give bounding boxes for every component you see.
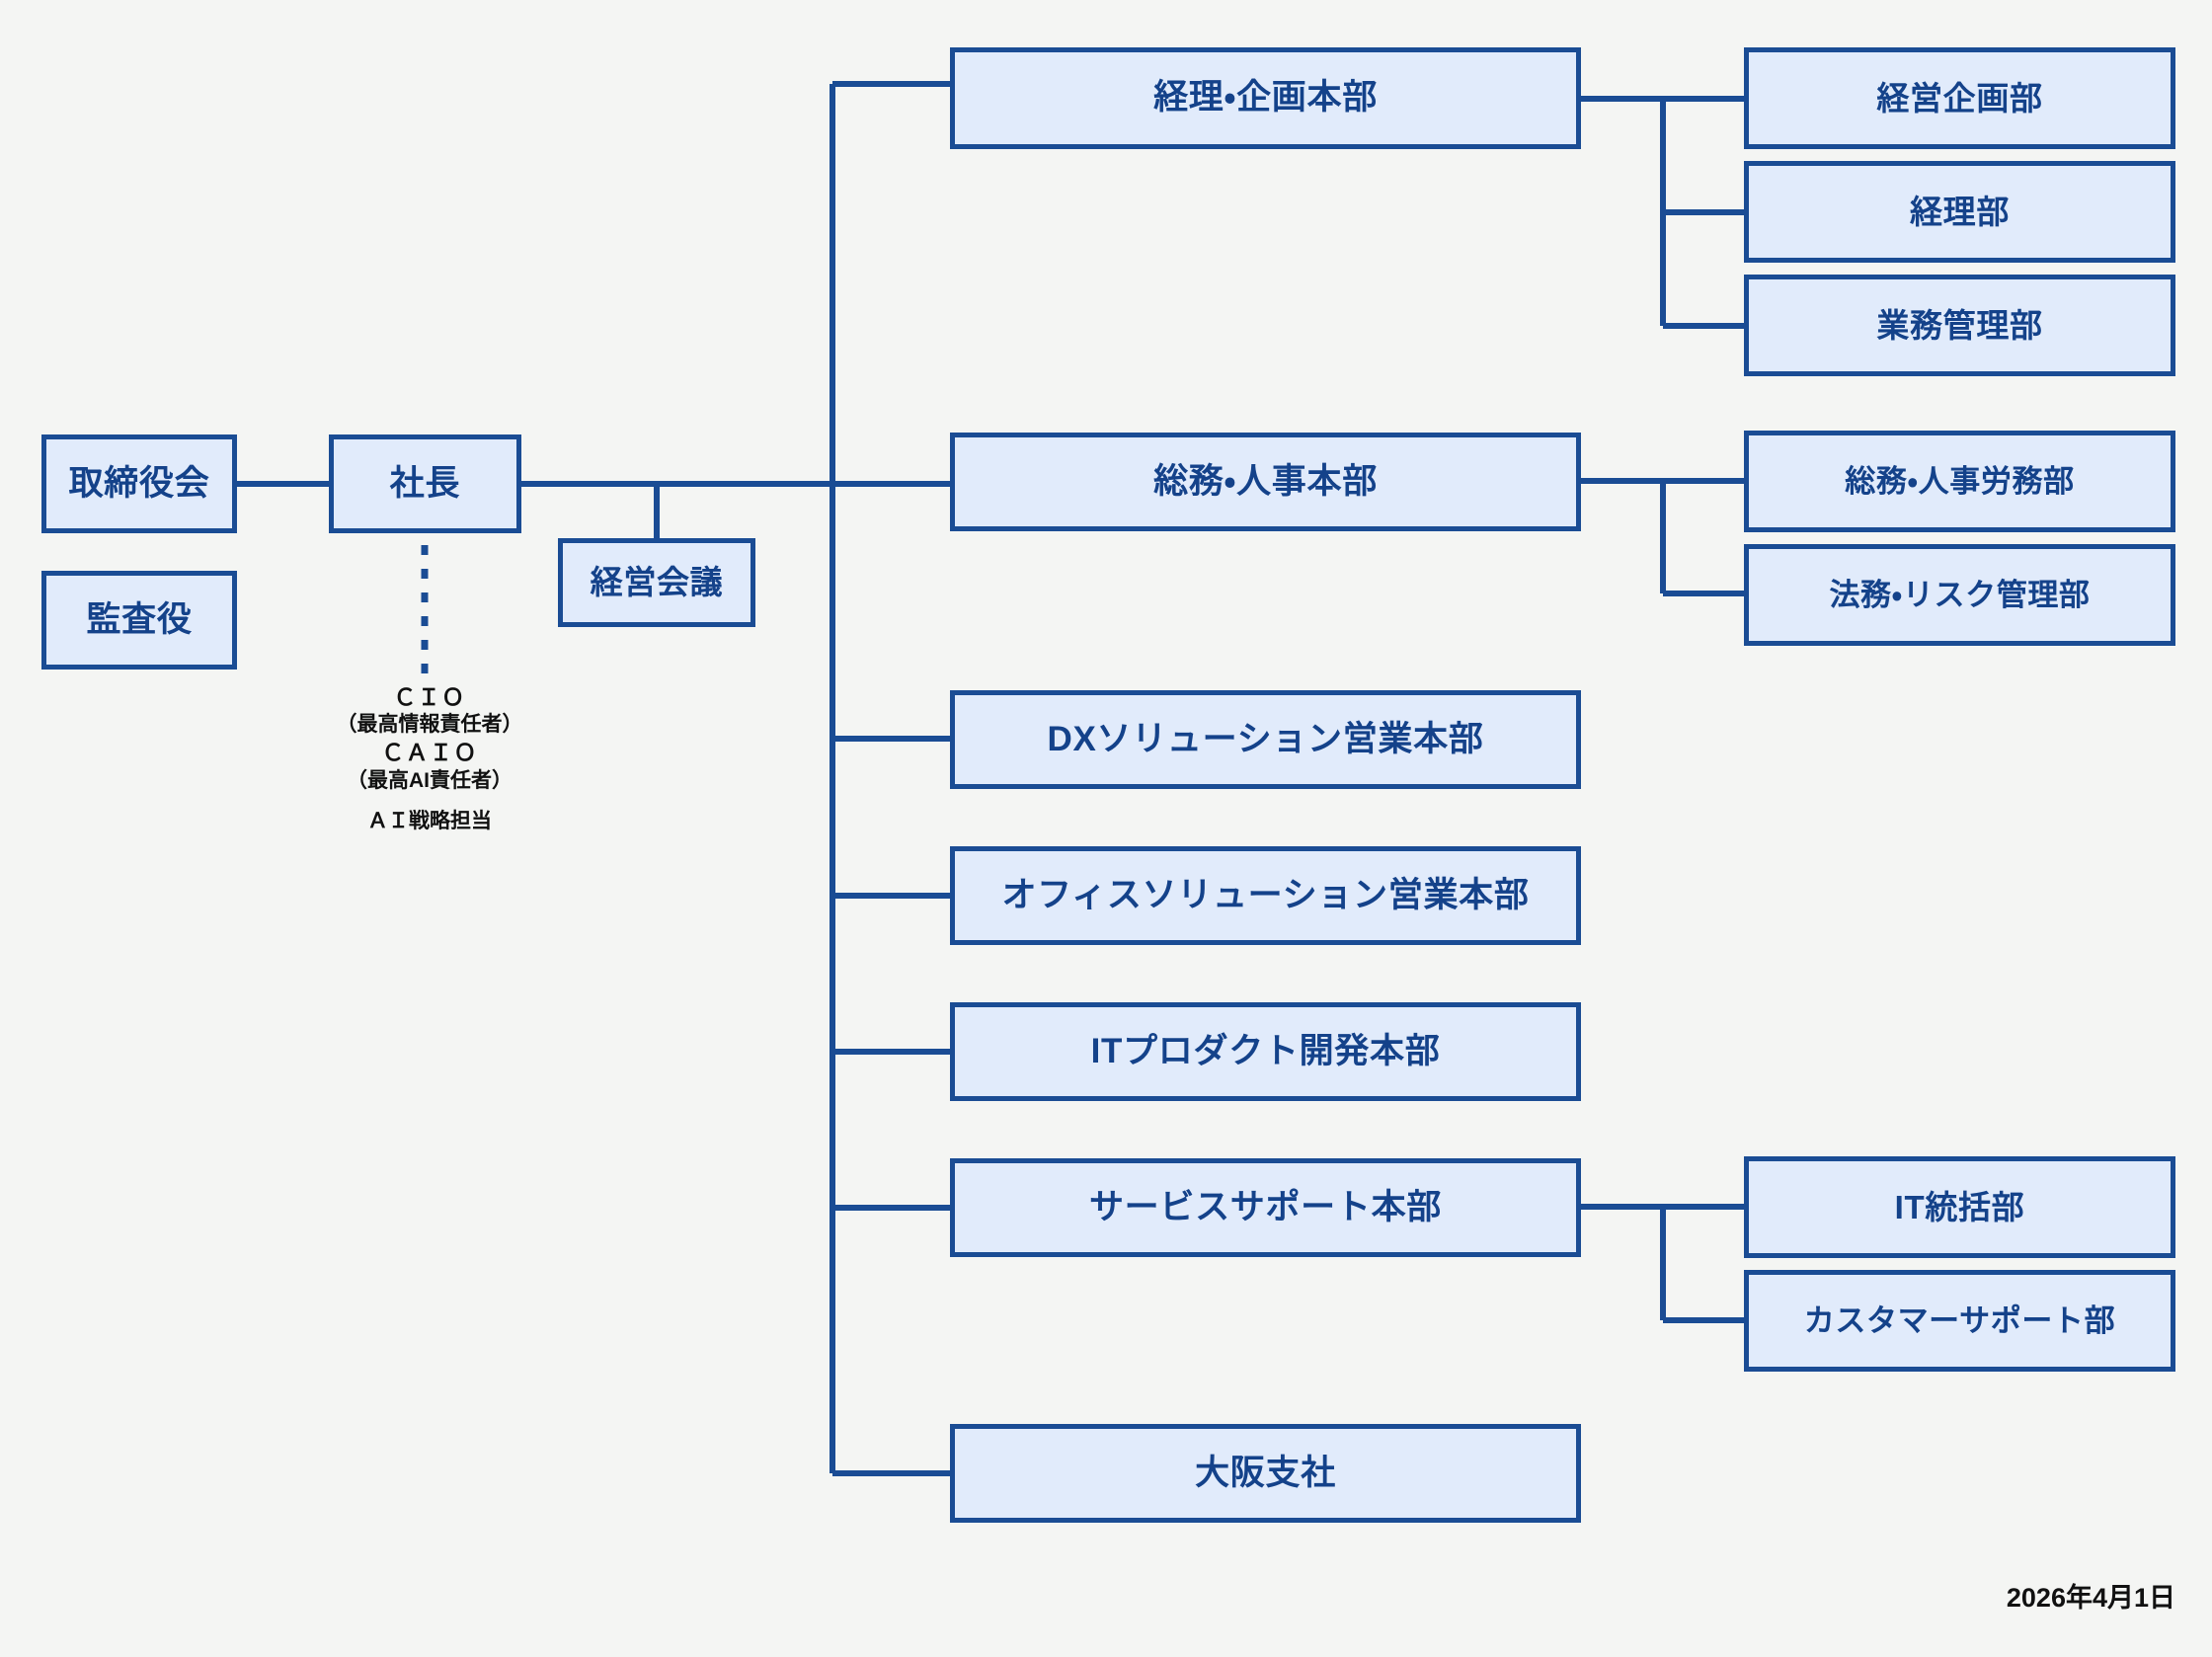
officer-roles-note: ＣＩＯ （最高情報責任者） ＣＡＩＯ （最高AI責任者） ＡＩ戦略担当 (222, 683, 637, 835)
node-branch-osaka[interactable]: 大阪支社 (950, 1424, 1581, 1523)
role-note-spacer (222, 795, 637, 809)
node-dept-accounting[interactable]: 経理部 (1744, 161, 2175, 263)
node-dept-it-supervision[interactable]: IT統括部 (1744, 1156, 2175, 1258)
node-dept-customer-support[interactable]: カスタマーサポート部 (1744, 1270, 2175, 1372)
effective-date: 2026年4月1日 (2006, 1583, 2175, 1613)
node-dept-business-management[interactable]: 業務管理部 (1744, 275, 2175, 376)
node-management-meeting[interactable]: 経営会議 (558, 538, 755, 627)
node-president[interactable]: 社長 (329, 434, 521, 533)
node-division-general-affairs-hr[interactable]: 総務・人事本部 (950, 433, 1581, 531)
cio-title: ＣＩＯ (393, 684, 466, 710)
node-board-of-directors[interactable]: 取締役会 (41, 434, 237, 533)
node-division-office-solution-sales[interactable]: オフィスソリューション営業本部 (950, 846, 1581, 945)
caio-title: ＣＡＩＯ (381, 740, 478, 766)
node-division-it-product-development[interactable]: ITプロダクト開発本部 (950, 1002, 1581, 1101)
node-auditor[interactable]: 監査役 (41, 571, 237, 670)
node-division-service-support[interactable]: サービスサポート本部 (950, 1158, 1581, 1257)
node-dept-legal-risk-management[interactable]: 法務・リスク管理部 (1744, 544, 2175, 646)
node-dept-general-affairs-hr-labor[interactable]: 総務・人事労務部 (1744, 431, 2175, 532)
cio-subtitle: （最高情報責任者） (336, 713, 523, 737)
node-dept-corporate-planning[interactable]: 経営企画部 (1744, 47, 2175, 149)
node-division-accounting-planning[interactable]: 経理・企画本部 (950, 47, 1581, 149)
ai-strategy-role: ＡＩ戦略担当 (367, 809, 492, 832)
caio-subtitle: （最高AI責任者） (347, 768, 513, 792)
node-division-dx-solution-sales[interactable]: DXソリューション営業本部 (950, 690, 1581, 789)
